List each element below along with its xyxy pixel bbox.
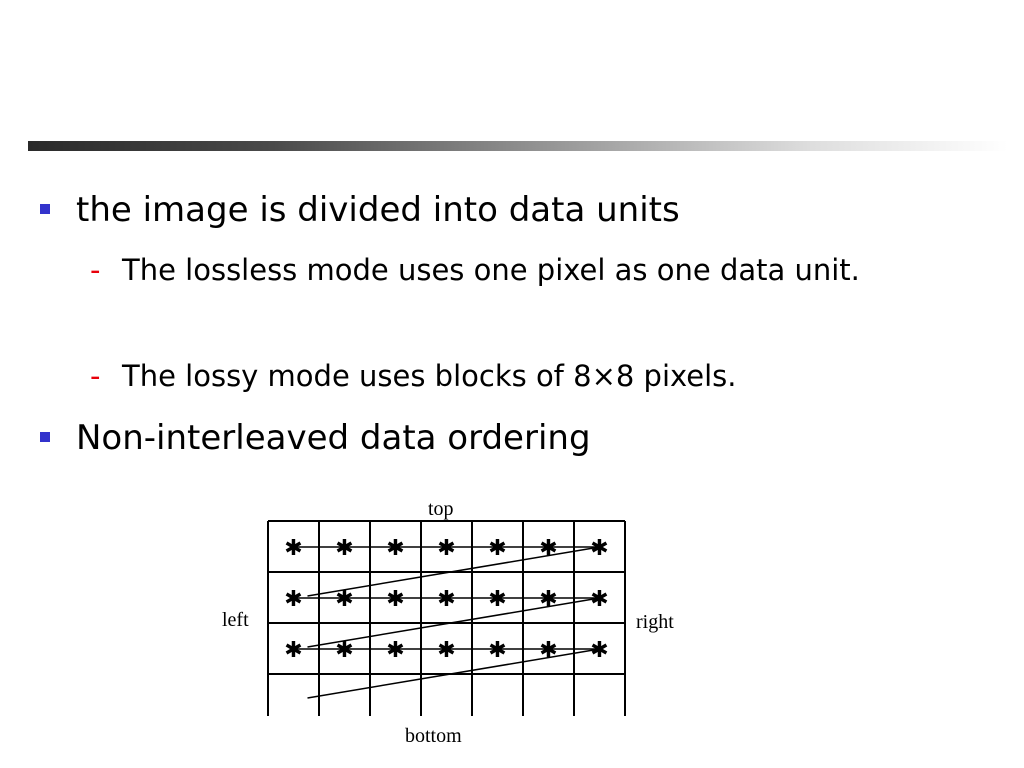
star-icon: ✱	[335, 587, 353, 612]
grid	[267, 520, 626, 716]
star-icon: ✱	[590, 638, 608, 663]
scan-return-segment	[307, 546, 600, 597]
star-icon: ✱	[335, 638, 353, 663]
scan-return-segment	[307, 648, 600, 699]
star-icon: ✱	[284, 587, 302, 612]
label-bottom: bottom	[405, 725, 462, 747]
bullet-2: Non-interleaved data ordering	[40, 418, 591, 458]
star-icon: ✱	[386, 536, 404, 561]
stars: ✱✱✱✱✱✱✱✱✱✱✱✱✱✱✱✱✱✱✱✱✱	[284, 536, 608, 663]
bullet-1-text: the image is divided into data units	[76, 190, 680, 230]
label-left: left	[222, 609, 249, 631]
star-icon: ✱	[590, 587, 608, 612]
label-top: top	[428, 498, 454, 520]
title-underline-bar	[28, 141, 1008, 151]
star-icon: ✱	[386, 638, 404, 663]
bullet-square-icon	[40, 204, 50, 214]
star-icon: ✱	[437, 536, 455, 561]
dash-icon: -	[90, 253, 101, 287]
subitem-2: - The lossy mode uses blocks of 8×8 pixe…	[90, 358, 942, 394]
star-icon: ✱	[335, 536, 353, 561]
star-icon: ✱	[488, 587, 506, 612]
scan-path	[293, 546, 600, 699]
dash-icon: -	[90, 359, 101, 393]
star-icon: ✱	[488, 536, 506, 561]
bullet-2-text: Non-interleaved data ordering	[76, 418, 591, 458]
subitem-1: - The lossless mode uses one pixel as on…	[90, 252, 942, 292]
scan-return-segment	[307, 597, 600, 648]
star-icon: ✱	[590, 536, 608, 561]
subitem-2-text: The lossy mode uses blocks of 8×8 pixels…	[122, 359, 737, 393]
star-icon: ✱	[386, 587, 404, 612]
bullet-square-icon	[40, 432, 50, 442]
subitem-1-text: The lossless mode uses one pixel as one …	[122, 253, 860, 287]
star-icon: ✱	[488, 638, 506, 663]
label-right: right	[636, 611, 674, 633]
bullet-1: the image is divided into data units	[40, 190, 680, 230]
star-icon: ✱	[437, 587, 455, 612]
star-icon: ✱	[284, 638, 302, 663]
star-icon: ✱	[437, 638, 455, 663]
star-icon: ✱	[284, 536, 302, 561]
